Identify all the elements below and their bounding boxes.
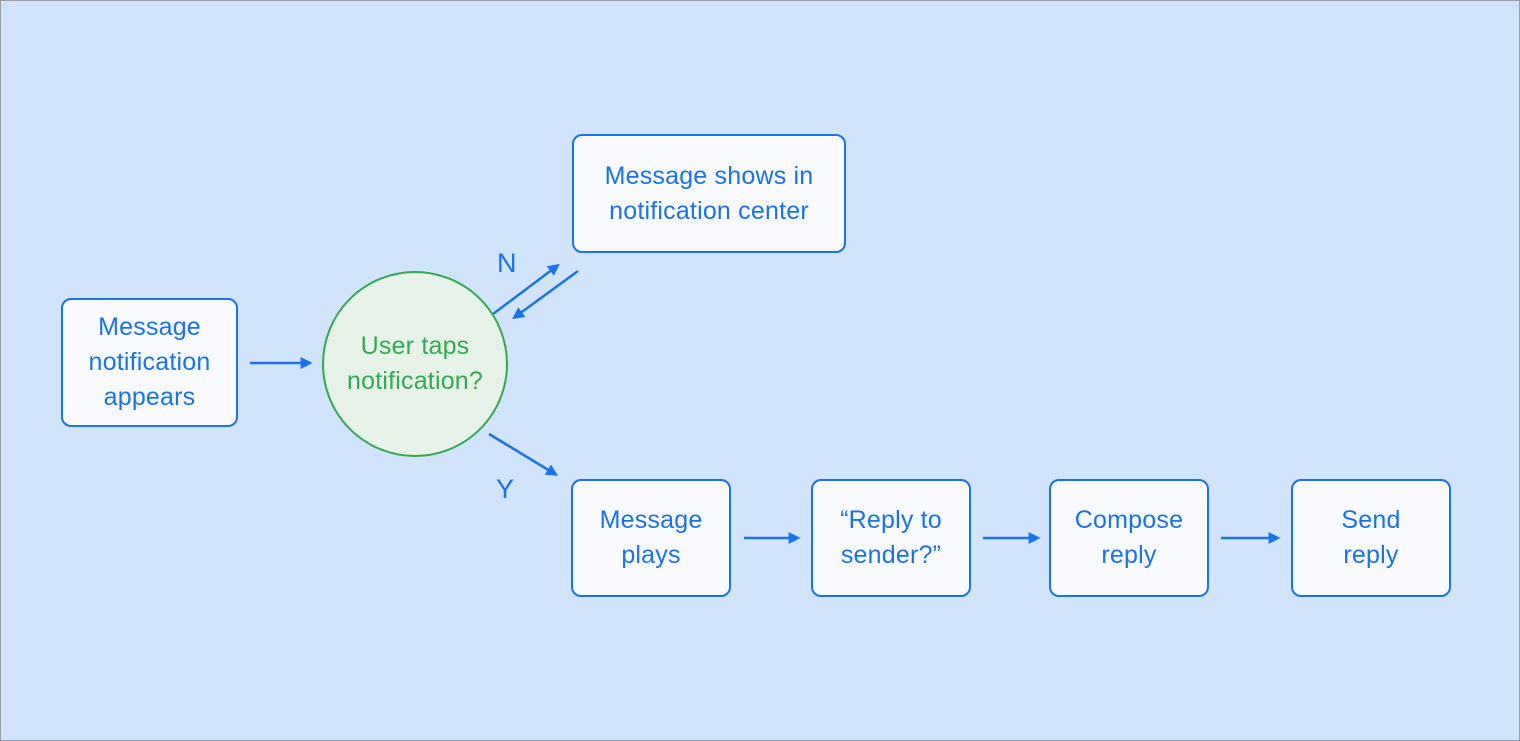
node-message-shows-in-notification-center: Message shows in notification center (572, 134, 846, 253)
node-send-reply: Send reply (1291, 479, 1451, 597)
node-message-plays: Message plays (571, 479, 731, 597)
node-label: Message shows in notification center (604, 161, 814, 225)
node-label: “Reply to sender?” (840, 506, 942, 569)
node-label: Compose reply (1074, 506, 1184, 569)
node-reply-to-sender: “Reply to sender?” (811, 479, 971, 597)
node-label: User taps notification? (346, 332, 484, 395)
edge-label-yes: Y (496, 474, 515, 504)
node-label: Message notification appears (88, 313, 211, 411)
edge-decision-to-message-plays (488, 432, 559, 476)
node-label: Send reply (1341, 506, 1401, 569)
node-user-taps-notification-decision: User taps notification? (322, 271, 508, 457)
node-message-notification-appears: Message notification appears (61, 298, 238, 427)
node-compose-reply: Compose reply (1049, 479, 1209, 597)
edge-notification-center-to-decision (512, 269, 579, 320)
node-label: Message plays (599, 506, 703, 569)
edge-label-no: N (497, 248, 517, 278)
